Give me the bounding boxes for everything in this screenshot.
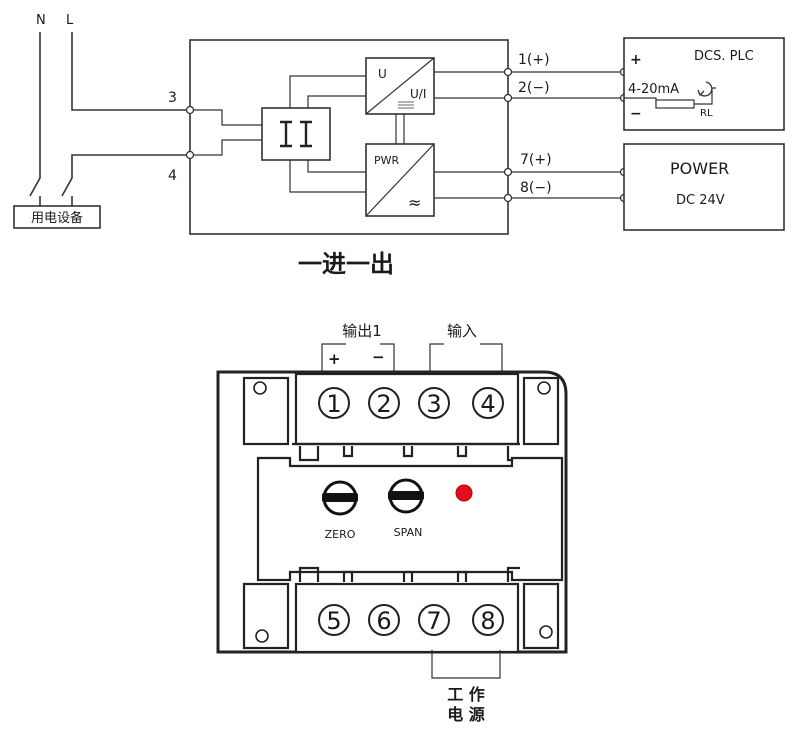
power-bracket-label-2: 电 源 <box>447 705 485 724</box>
span-label: SPAN <box>394 526 423 539</box>
u-label: U <box>378 67 387 81</box>
power-title: POWER <box>670 159 729 178</box>
isolation-transformer <box>261 107 331 161</box>
load-label: 用电设备 <box>31 210 83 226</box>
span-knob-slot <box>388 491 424 500</box>
ui-label: U/I <box>410 87 426 101</box>
terminal-5 <box>318 604 350 636</box>
terminal-8-node <box>503 193 513 203</box>
bottom-connector-pins <box>298 566 520 582</box>
output-bracket <box>321 343 395 378</box>
left-top-screw-hole <box>253 381 267 395</box>
middle-panel <box>256 456 564 582</box>
output-1-label: 1(+) <box>518 52 550 68</box>
isolation-symbol-left <box>280 120 292 148</box>
input-bracket-label: 输入 <box>447 322 477 340</box>
zero-knob-slot <box>322 493 358 502</box>
current-arrow-head <box>697 89 705 97</box>
terminal-3-label: 3 <box>168 90 177 106</box>
terminal-4 <box>472 387 504 419</box>
terminal-7-node <box>503 167 513 177</box>
ground-symbol <box>398 101 414 109</box>
terminal-1-node <box>503 67 513 77</box>
right-bottom-screw-hole <box>539 625 553 639</box>
dcs-plc-title: DCS. PLC <box>694 49 754 64</box>
terminal-6-number: 6 <box>376 607 391 635</box>
terminal-2 <box>368 387 400 419</box>
output-plus-sign: + <box>328 350 341 368</box>
signal-label: 4-20mA <box>628 82 679 97</box>
ac-symbol: ≈ <box>408 193 421 212</box>
dcs-minus-sign: − <box>630 106 642 122</box>
terminal-1 <box>318 387 350 419</box>
terminal-3-number: 3 <box>426 390 441 418</box>
terminal-7 <box>418 604 450 636</box>
output-minus-sign: − <box>372 348 385 366</box>
status-led <box>455 484 473 502</box>
left-bottom-screw-hole <box>255 629 269 643</box>
power-subtitle: DC 24V <box>676 193 725 208</box>
internal-wire-b <box>307 95 366 108</box>
output-8-label: 8(−) <box>520 180 552 196</box>
right-top-screw-hole <box>537 381 551 395</box>
terminal-2-number: 2 <box>376 390 391 418</box>
power-bracket <box>431 650 501 679</box>
terminal-7-number: 7 <box>426 607 441 635</box>
terminal-6 <box>368 604 400 636</box>
terminal-3 <box>418 387 450 419</box>
power-converter-diagonal <box>365 143 435 217</box>
top-connector-pins <box>298 446 520 462</box>
load-resistor <box>655 99 695 109</box>
load-box <box>13 205 101 229</box>
input-wire-4 <box>190 139 262 156</box>
terminal-2-node <box>503 93 513 103</box>
terminal-4-label: 4 <box>168 168 177 184</box>
output-2-label: 2(−) <box>518 80 550 96</box>
line-wire <box>71 32 190 111</box>
output-7-label: 7(+) <box>520 152 552 168</box>
terminal-8-number: 8 <box>480 607 495 635</box>
left-top-ear <box>242 376 290 446</box>
terminal-3-node <box>185 105 195 115</box>
right-bottom-ear <box>522 582 560 650</box>
dcs-plus-sign: + <box>630 52 642 68</box>
internal-wire-c <box>289 160 366 193</box>
internal-wire-a <box>289 75 366 108</box>
dcs-plc-box <box>623 37 785 131</box>
terminal-8 <box>472 604 504 636</box>
neutral-wire <box>29 32 41 206</box>
pwr-label: PWR <box>374 154 400 167</box>
neutral-label: N <box>36 13 46 28</box>
wiring-diagram: N L 用电设备 3 4 U U/I <box>13 13 785 278</box>
terminal-4-number: 4 <box>480 390 495 418</box>
diagram-caption: 一进一出 <box>298 250 394 278</box>
top-terminals: 1 2 3 4 <box>318 387 504 419</box>
device-front-view: 输出1 + − 输入 1 2 3 4 <box>216 322 568 724</box>
input-bracket <box>429 343 503 378</box>
internal-wire-d <box>307 160 366 173</box>
input-wire-3 <box>190 109 262 126</box>
isolation-symbol-right <box>300 120 312 148</box>
output-1-bracket-label: 输出1 <box>342 322 382 340</box>
power-bracket-label-1: 工 作 <box>447 685 485 704</box>
line-label: L <box>66 13 74 28</box>
power-box <box>623 143 785 231</box>
ui-converter-diagonal <box>365 57 435 115</box>
block-link-wires <box>395 114 405 144</box>
terminal-4-node <box>185 150 195 160</box>
terminal-5-number: 5 <box>326 607 341 635</box>
bottom-terminals: 5 6 7 8 <box>318 604 504 636</box>
resistor-label: RL <box>700 108 713 119</box>
current-arrow <box>699 81 713 97</box>
module-enclosure <box>189 39 509 235</box>
terminal-1-number: 1 <box>326 390 341 418</box>
return-wire <box>61 154 190 206</box>
zero-label: ZERO <box>325 528 356 541</box>
